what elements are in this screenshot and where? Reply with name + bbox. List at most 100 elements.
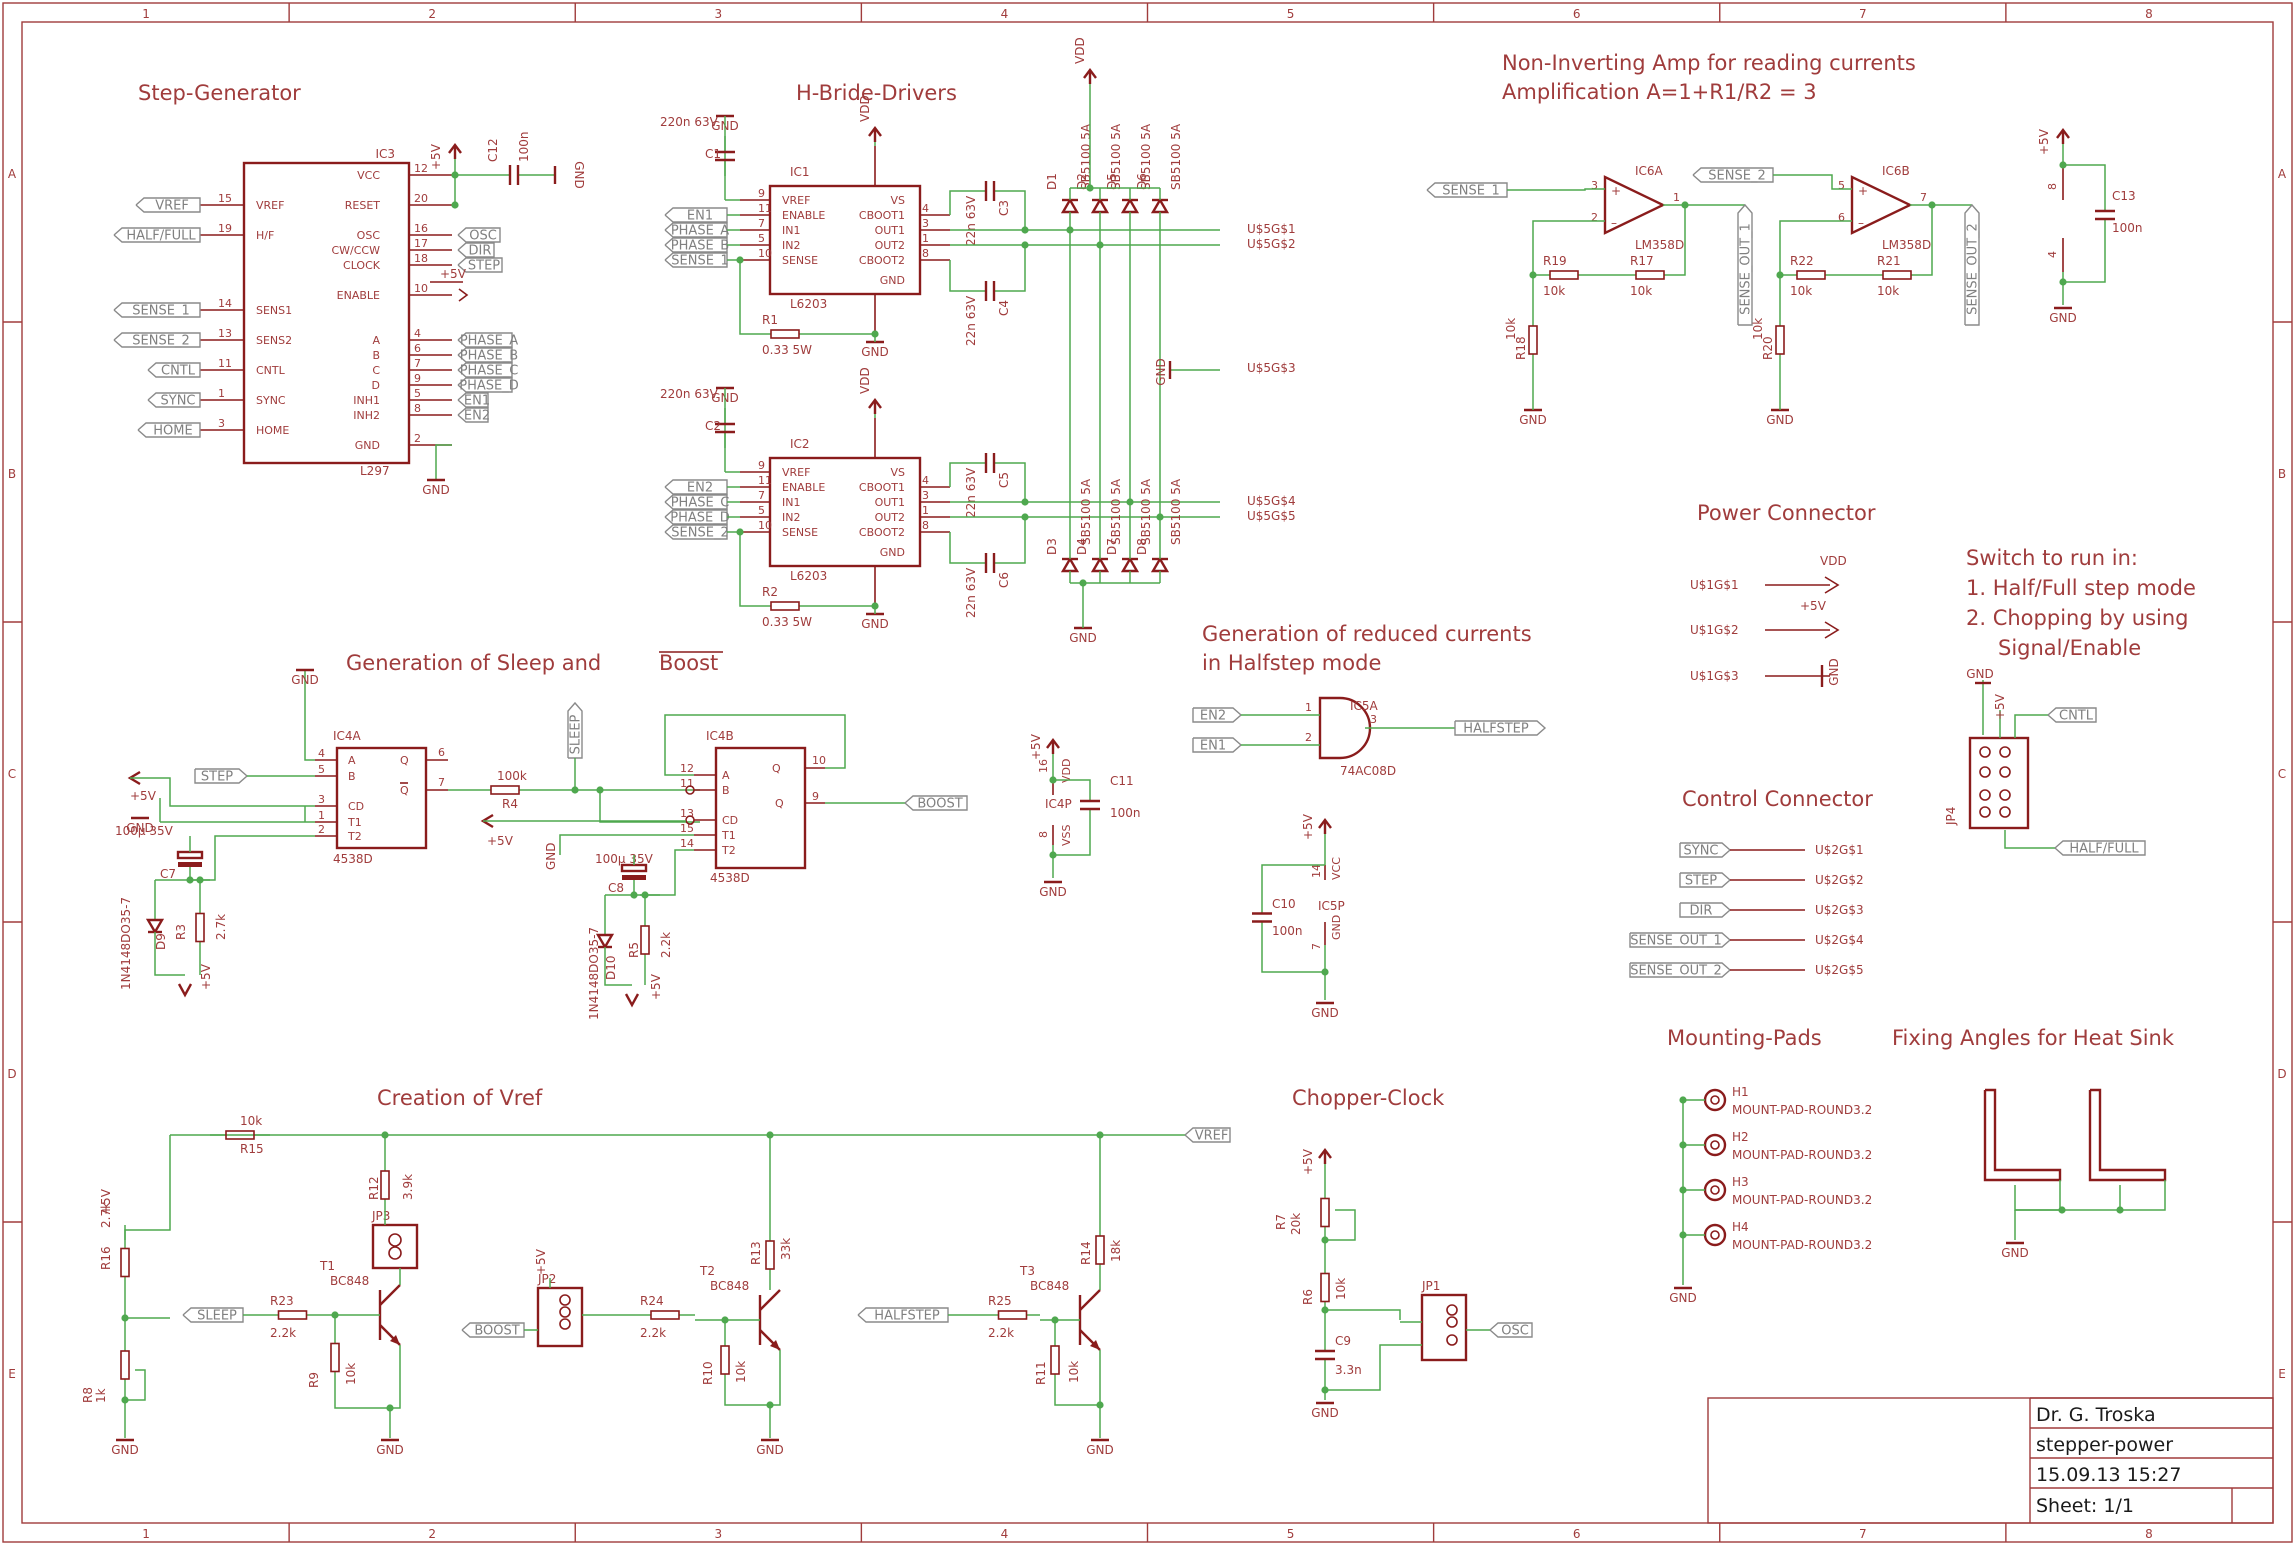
- title-amp-1: Non-Inverting Amp for reading currents: [1502, 51, 1916, 75]
- junction-dot: [2116, 1206, 2124, 1214]
- ic3-pin-name: C: [372, 364, 380, 377]
- l6203_2-cboot-value: 22n 63V: [964, 467, 978, 518]
- r15-resistor: [225, 1130, 255, 1140]
- net-home-label: HOME: [153, 424, 192, 439]
- diode-d4: [1090, 556, 1110, 573]
- ic3-pin-name: OSC: [357, 229, 381, 242]
- r4-value: 100k: [497, 769, 527, 783]
- ic3-pin-number: 19: [218, 222, 232, 235]
- ctrl-net-flag: [1679, 902, 1732, 918]
- r11-resistor: [1050, 1345, 1060, 1375]
- l6203_2-pin-number: 11: [758, 474, 772, 487]
- net-step-label: STEP: [468, 259, 500, 274]
- diode-d1: [1060, 197, 1080, 214]
- pad-value: MOUNT-PAD-ROUND3.2: [1732, 1238, 1872, 1252]
- supply-label: VDD: [858, 95, 872, 122]
- ctrl-net-flag-label: SYNC: [1684, 844, 1719, 859]
- a-out-flag-label: SENSE_OUT_1: [1739, 223, 1754, 315]
- wire: [949, 260, 980, 292]
- frame-row-label: A: [8, 167, 17, 181]
- junction-dot: [766, 1401, 774, 1409]
- inversion-bubble: [685, 785, 695, 795]
- t2-transistor-name: T2: [699, 1264, 715, 1278]
- t3-transistor-arrow: [1090, 1340, 1100, 1350]
- l6203_2-body: [768, 456, 922, 568]
- wire: [1779, 220, 1852, 275]
- c7-electrolytic: [176, 850, 204, 860]
- wire: [124, 1135, 171, 1240]
- ic3-pin-number: 6: [414, 342, 421, 355]
- wire: [1773, 174, 1852, 190]
- a-r1: [1549, 270, 1579, 280]
- r7-name: R7: [1274, 1214, 1288, 1230]
- b-out-flag: [1964, 203, 1980, 326]
- diode-name: D7: [1105, 538, 1119, 555]
- wire: [2063, 164, 2106, 190]
- title-switch-1: Switch to run in:: [1966, 546, 2138, 570]
- mount-pad: [1703, 1178, 1727, 1202]
- l6203_2-name: IC2: [790, 437, 810, 451]
- ic4b-pin-name: A: [722, 769, 730, 782]
- cntl-flag-label: CNTL: [2059, 709, 2094, 724]
- wire: [559, 834, 694, 855]
- diode-value: SB5100 5A: [1169, 478, 1183, 545]
- ic5a-pin: 2: [1305, 731, 1312, 744]
- ic4a-pin-name: B: [348, 770, 356, 783]
- frame-column-label: 3: [714, 1527, 722, 1541]
- diode-value: SB5100 5A: [1169, 123, 1183, 190]
- title-heatsink: Fixing Angles for Heat Sink: [1892, 1026, 2175, 1050]
- l6203_2-pin-name: CBOOT2: [859, 526, 905, 539]
- jp4-pin: [1979, 789, 1991, 801]
- supply-label: +5V: [649, 973, 663, 1000]
- l6203_1-pin-number: 5: [758, 232, 765, 245]
- ic5p-name: IC5P: [1318, 899, 1345, 913]
- l6203_2-cin-value: 220n 63V: [660, 387, 719, 401]
- ic4b-pin-name: CD: [722, 814, 738, 827]
- b-out-flag-label: SENSE_OUT_2: [1966, 223, 1981, 315]
- ctrl-net-flag-label: SENSE_OUT_1: [1630, 934, 1722, 949]
- l6203_1-pin-name: ENABLE: [782, 209, 825, 222]
- jp2-body: [536, 1286, 584, 1348]
- wire: [154, 932, 185, 976]
- supply-label: +5V: [1029, 733, 1043, 760]
- ic4a-value: 4538D: [333, 852, 373, 866]
- l6203_2-pin-number: 8: [922, 519, 929, 532]
- c13-name: C13: [2112, 189, 2136, 203]
- junction-dot: [386, 1404, 394, 1412]
- wire: [1675, 205, 1686, 276]
- l6203_2-pin-number: 9: [758, 459, 765, 472]
- ground-arrow: [177, 983, 193, 998]
- b-r1: [1796, 270, 1826, 280]
- ic4b-q: Q: [772, 762, 781, 775]
- r12-name: R12: [367, 1176, 381, 1200]
- l6203_1-pin-number: 8: [922, 247, 929, 260]
- ic4a-qbar: Q: [400, 784, 409, 797]
- ground-label: GND: [111, 1443, 139, 1457]
- l6203_2-out-1: U$5G$4: [1247, 494, 1296, 508]
- control-conn-pin-label: U$2G$4: [1815, 933, 1864, 947]
- l6203_1-net-label: PHASE_A: [671, 224, 729, 239]
- jp4-pin: [1999, 806, 2011, 818]
- l6203_2-pin-number: 4: [922, 474, 929, 487]
- l6203_2-pin-name: CBOOT1: [859, 481, 905, 494]
- r12-resistor: [380, 1170, 390, 1200]
- ctrl-net-flag: [1679, 872, 1732, 888]
- gnd-label: GND: [1966, 667, 1994, 681]
- supply-label: +5V: [1301, 1148, 1315, 1175]
- ic4a-pin-name: T1: [347, 816, 362, 829]
- ic4a-pin-number: 4: [318, 747, 325, 760]
- power-conn-pin-label: U$1G$1: [1690, 578, 1739, 592]
- minus-sign: –: [1858, 216, 1864, 230]
- pad-name: H4: [1732, 1220, 1749, 1234]
- ic3-pin-name: VREF: [256, 199, 284, 212]
- b-opamp: [1850, 175, 1913, 235]
- ic5p-vcc: VCC: [1330, 857, 1343, 880]
- b-name: IC6B: [1882, 164, 1910, 178]
- frame-column-label: 3: [714, 7, 722, 21]
- ic4a-pin-number: 7: [438, 776, 445, 789]
- ic3-pin-name: ENABLE: [337, 289, 380, 302]
- jp4-pin: [1979, 766, 1991, 778]
- l6203_2-pin-name: VREF: [782, 466, 810, 479]
- ic3-pin-name: H/F: [256, 229, 274, 242]
